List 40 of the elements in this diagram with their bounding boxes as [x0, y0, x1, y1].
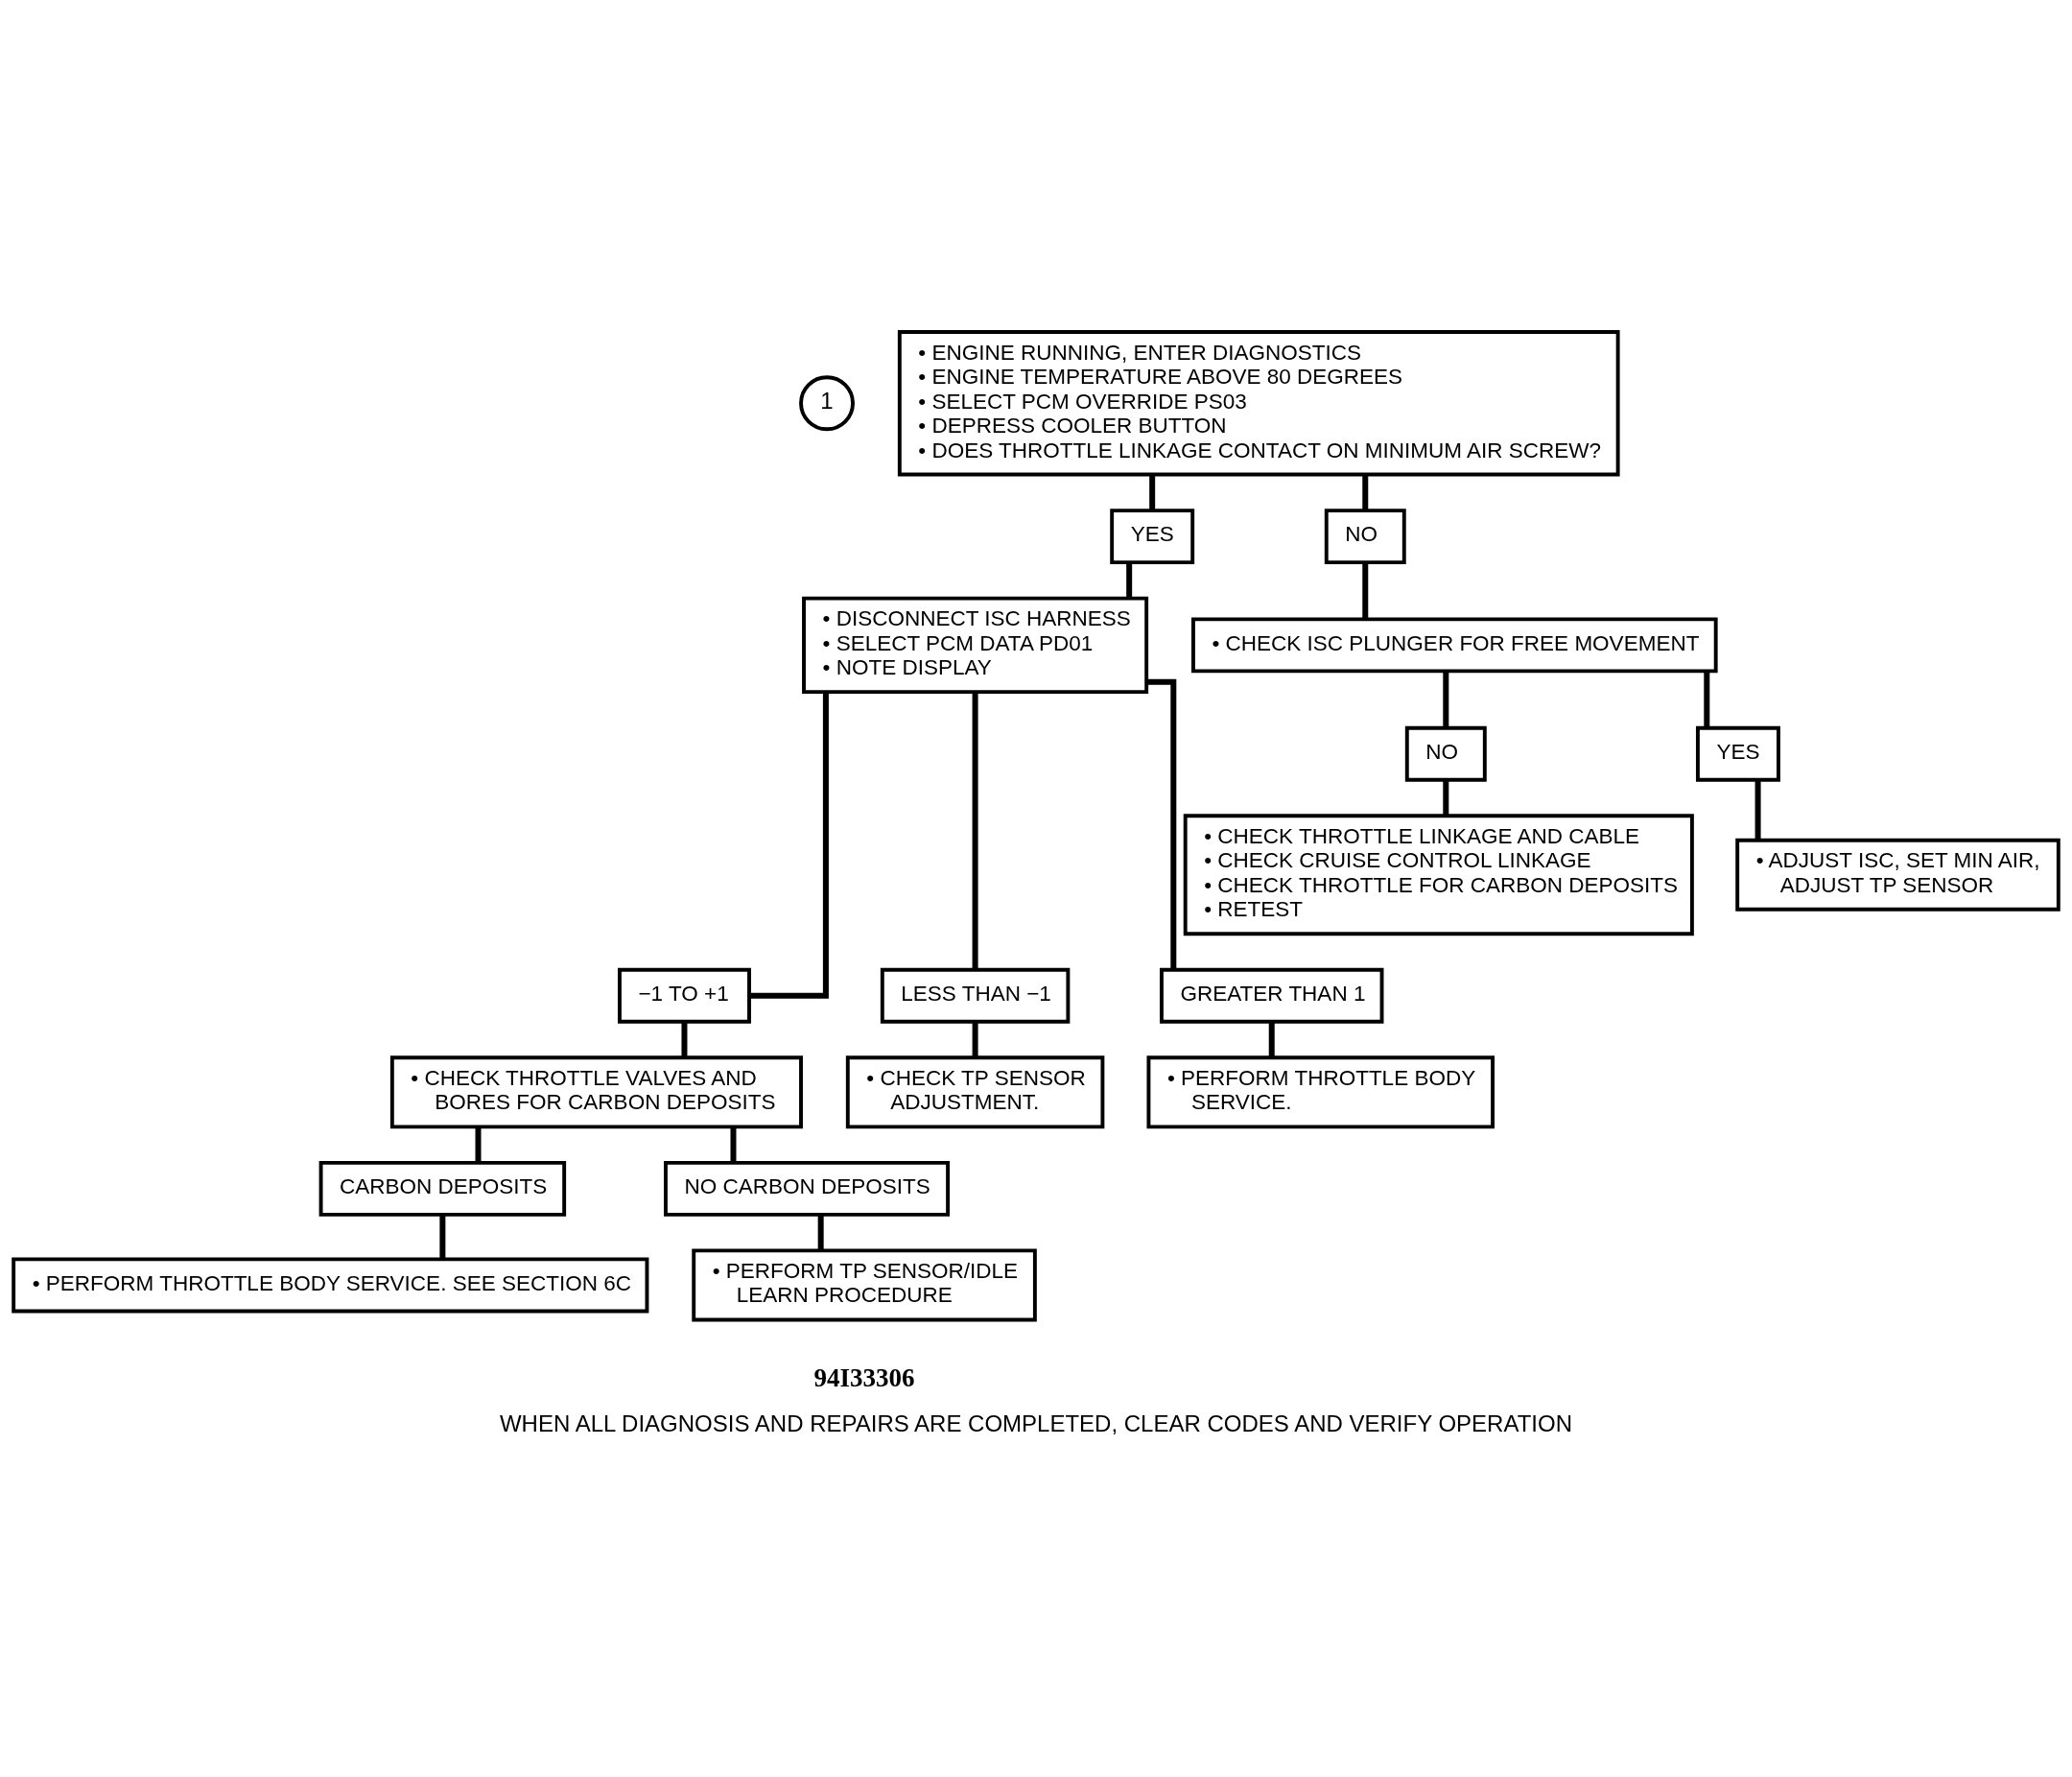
node-box: NO	[1324, 509, 1406, 565]
node-box: YES	[1695, 725, 1780, 782]
connector	[1362, 474, 1369, 510]
connector	[475, 1126, 482, 1163]
connector	[1362, 562, 1369, 620]
caption: WHEN ALL DIAGNOSIS AND REPAIRS ARE COMPLETED, CLEAR CODES AND VERIFY OPERATION	[499, 1410, 1573, 1437]
node-box: • CHECK THROTTLE LINKAGE AND CABLE • CHECK CRUISE CONTROL LINKAGE • CHECK THROTTLE FOR CARBON DEPOSITS • RETEST	[1183, 814, 1694, 936]
connector	[1149, 474, 1156, 510]
node-box: −1 TO +1	[618, 967, 751, 1024]
connector	[972, 692, 978, 970]
node-circle: 1	[799, 375, 855, 432]
connector	[439, 1215, 446, 1259]
node-box: • ADJUST ISC, SET MIN AIR, ADJUST TP SENSOR	[1735, 838, 2060, 912]
node-box: • PERFORM THROTTLE BODY SERVICE. SEE SECTION 6C	[12, 1257, 649, 1314]
node-box: NO CARBON DEPOSITS	[664, 1160, 951, 1217]
node-box: YES	[1110, 509, 1195, 565]
connector	[1443, 671, 1449, 728]
connector	[730, 1126, 737, 1163]
node-box: CARBON DEPOSITS	[318, 1160, 567, 1217]
connector	[1443, 780, 1449, 816]
node-box: NO	[1404, 725, 1487, 782]
connector	[1146, 678, 1177, 970]
node-box: • CHECK THROTTLE VALVES AND BORES FOR CARBON DEPOSITS	[389, 1055, 803, 1129]
node-box: • DISCONNECT ISC HARNESS • SELECT PCM DATA PD01 • NOTE DISPLAY	[802, 596, 1149, 695]
connector	[1754, 780, 1761, 841]
label: 94I33306	[813, 1363, 915, 1393]
connector	[1704, 671, 1710, 728]
node-box: GREATER THAN 1	[1160, 967, 1384, 1024]
connector	[1268, 1022, 1275, 1058]
node-box: • ENGINE RUNNING, ENTER DIAGNOSTICS • ENGINE TEMPERATURE ABOVE 80 DEGREES • SELECT PCM OVERRIDE PS03 • DEPRESS COOLER BUTTON • DOES THROTTLE LINKAGE CONTACT ON MINIMUM AIR SCREW?	[897, 330, 1620, 477]
node-box: LESS THAN −1	[880, 967, 1071, 1024]
node-box: • PERFORM THROTTLE BODY SERVICE.	[1146, 1055, 1495, 1129]
connector	[1126, 562, 1133, 599]
connector	[972, 1022, 978, 1058]
connector	[681, 1022, 688, 1058]
node-box: • CHECK ISC PLUNGER FOR FREE MOVEMENT	[1191, 617, 1718, 674]
node-box: • CHECK TP SENSOR ADJUSTMENT.	[845, 1055, 1105, 1129]
node-box: • PERFORM TP SENSOR/IDLE LEARN PROCEDURE	[692, 1248, 1037, 1322]
connector	[817, 1215, 824, 1251]
connector	[749, 692, 829, 999]
